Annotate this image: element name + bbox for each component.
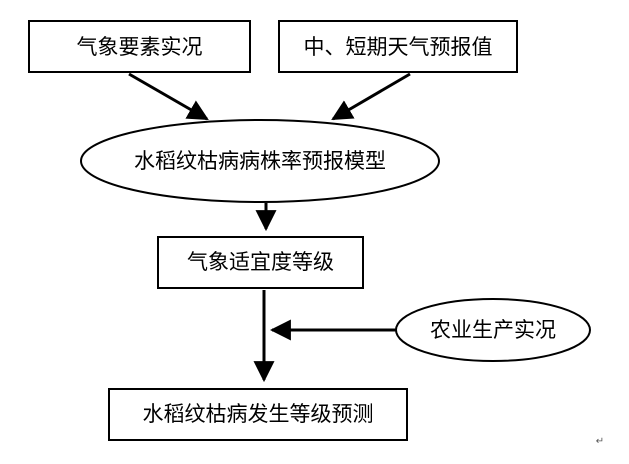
forecast-values-node: 中、短期天气预报值 [278, 20, 518, 73]
arrow-observation-to-model [128, 72, 209, 121]
forecast-model-label: 水稻纹枯病病株率预报模型 [134, 149, 386, 173]
met-observation-node: 气象要素实况 [28, 20, 251, 73]
suitability-level-node: 气象适宜度等级 [157, 236, 364, 289]
arrow-forecast-to-model [331, 72, 411, 121]
suitability-level-label: 气象适宜度等级 [187, 250, 334, 274]
occurrence-forecast-label: 水稻纹枯病发生等级预测 [143, 402, 374, 426]
forecast-model-node: 水稻纹枯病病株率预报模型 [80, 119, 440, 203]
agri-conditions-node: 农业生产实况 [395, 298, 591, 362]
occurrence-forecast-node: 水稻纹枯病发生等级预测 [108, 388, 408, 441]
paragraph-mark-icon: ↵ [596, 436, 604, 447]
met-observation-label: 气象要素实况 [77, 35, 203, 59]
forecast-values-label: 中、短期天气预报值 [304, 35, 493, 59]
agri-conditions-label: 农业生产实况 [430, 318, 556, 342]
